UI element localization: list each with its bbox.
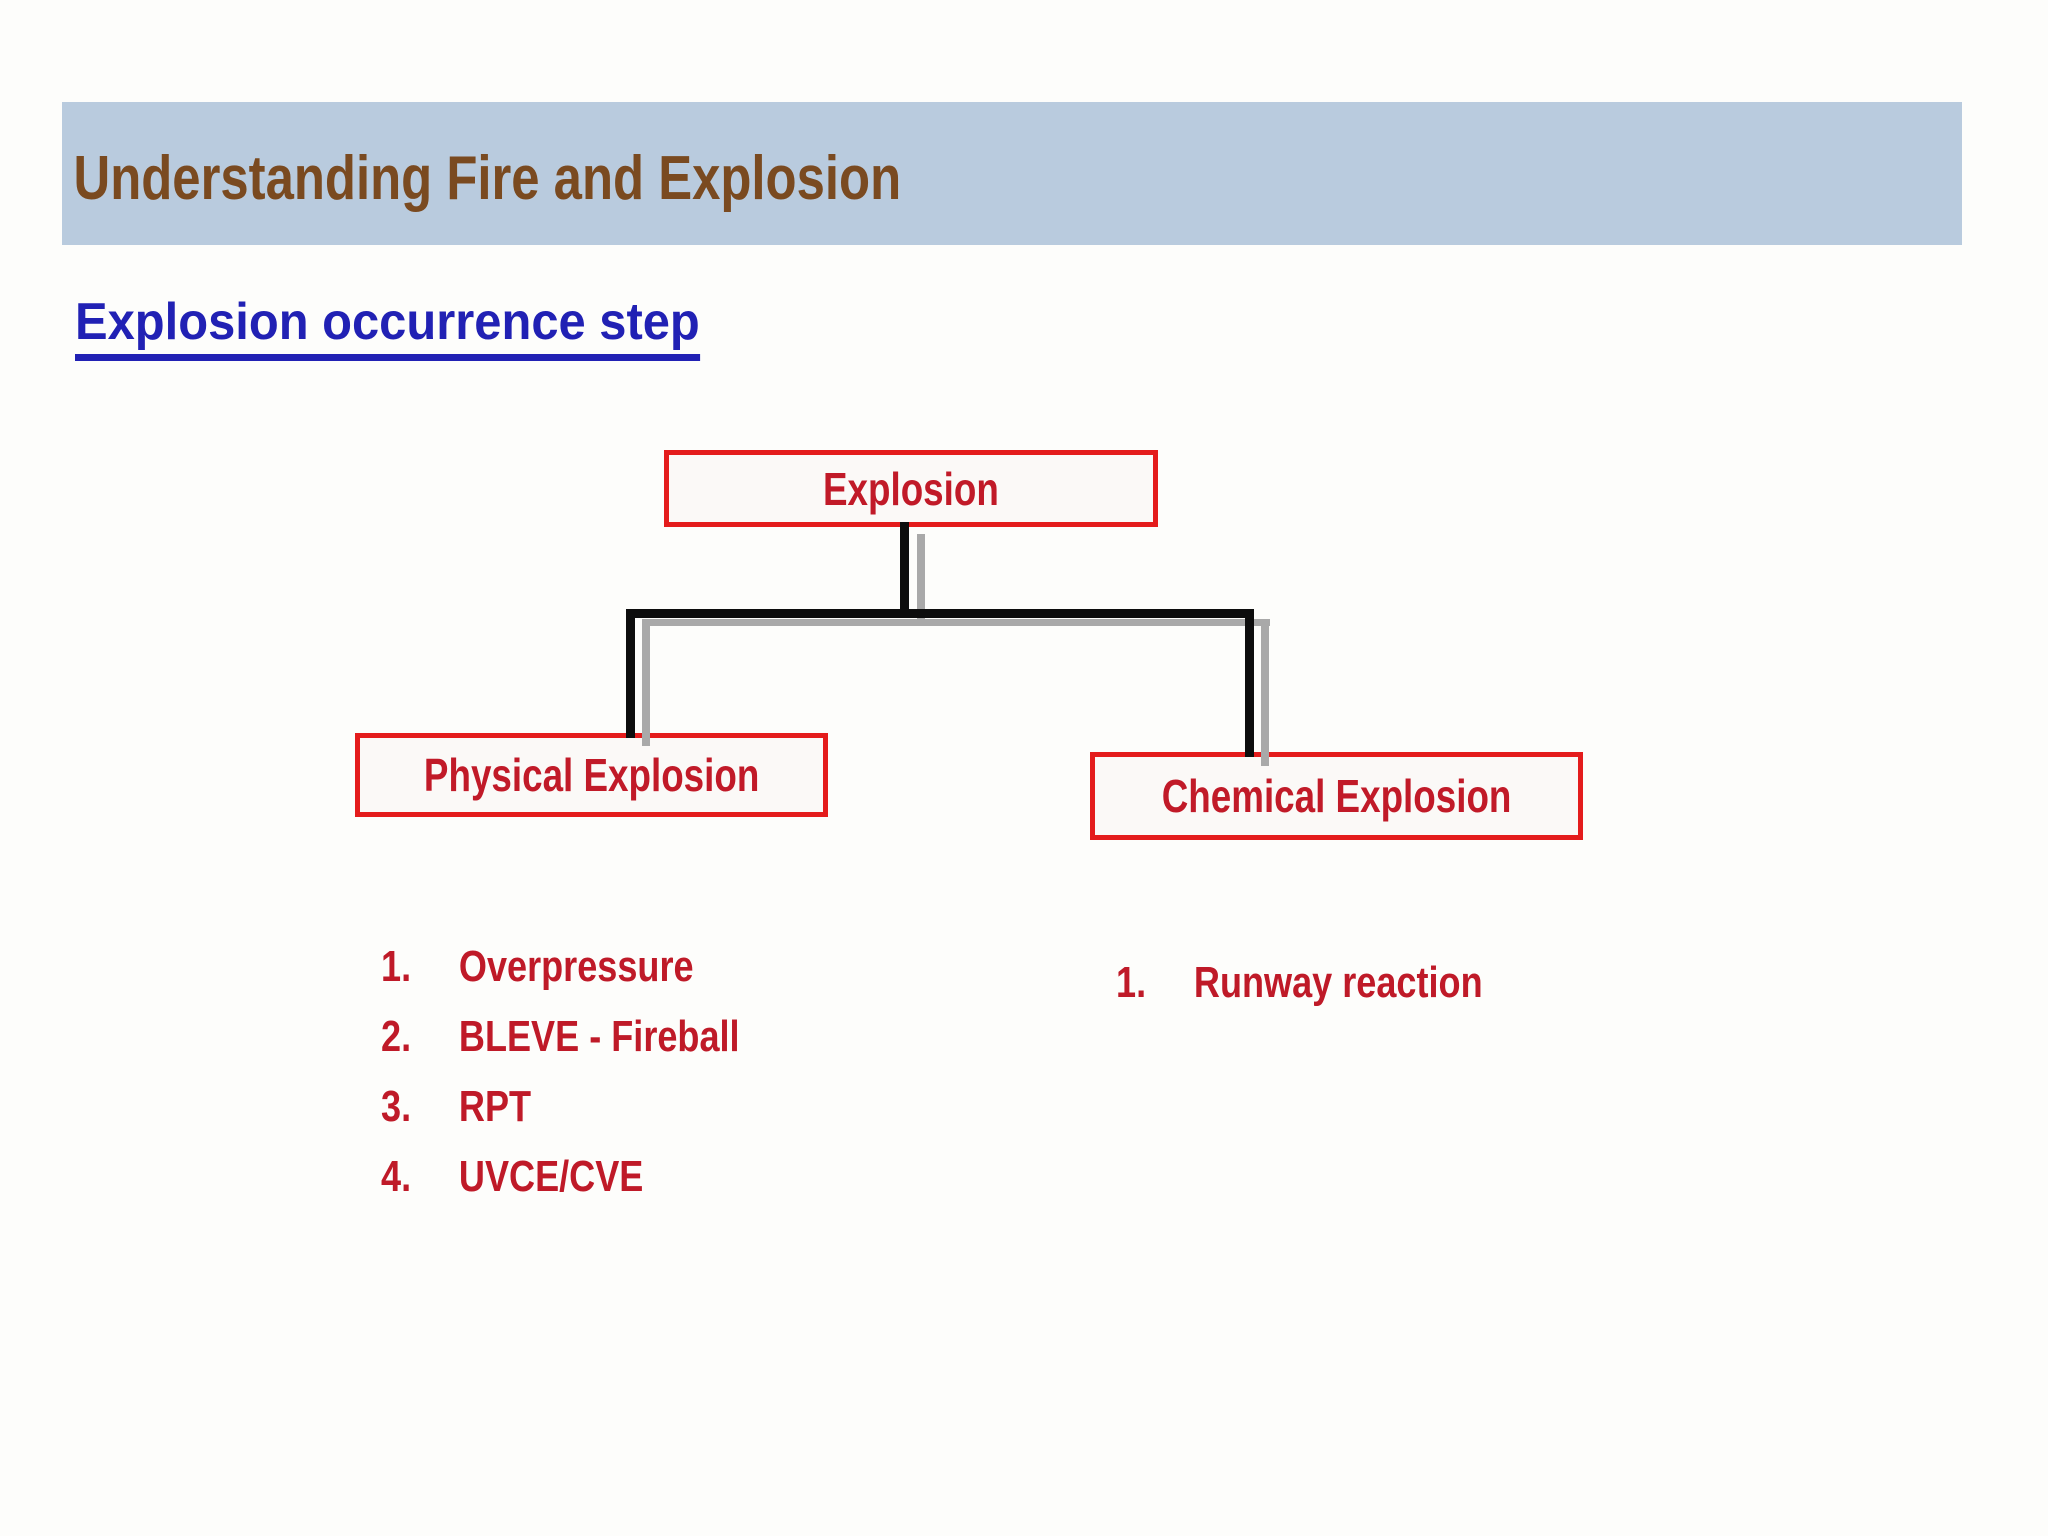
connector-left-drop — [626, 609, 635, 738]
node-physical-explosion-label: Physical Explosion — [423, 749, 760, 801]
list-item: 3. RPT — [381, 1072, 740, 1142]
list-item-number: 1. — [1116, 958, 1147, 1007]
list-item-number: 3. — [381, 1082, 412, 1131]
list-item: 1. Overpressure — [381, 932, 740, 1002]
list-item: 4. UVCE/CVE — [381, 1142, 740, 1212]
physical-explosion-list: 1. Overpressure 2. BLEVE - Fireball 3. R… — [381, 932, 740, 1212]
list-item-text: Overpressure — [458, 942, 694, 991]
connector-horizontal-shadow — [642, 619, 1270, 626]
connector-right-drop — [1245, 609, 1254, 757]
page-title: Understanding Fire and Explosion — [73, 144, 902, 213]
title-bar: Understanding Fire and Explosion — [62, 102, 1962, 245]
node-physical-explosion: Physical Explosion — [355, 733, 828, 817]
chemical-explosion-list: 1. Runway reaction — [1116, 948, 1483, 1018]
connector-stem — [900, 522, 909, 618]
section-heading-text: Explosion occurrence step — [75, 296, 700, 361]
connector-right-drop-shadow — [1261, 619, 1269, 766]
list-item-text: BLEVE - Fireball — [458, 1012, 740, 1061]
connector-horizontal — [626, 609, 1254, 618]
list-item-number: 1. — [381, 942, 412, 991]
node-chemical-explosion-label: Chemical Explosion — [1161, 770, 1512, 822]
list-item: 2. BLEVE - Fireball — [381, 1002, 740, 1072]
list-item-text: UVCE/CVE — [458, 1152, 644, 1201]
node-explosion: Explosion — [664, 450, 1158, 527]
list-item-number: 4. — [381, 1152, 412, 1201]
list-item-text: Runway reaction — [1193, 958, 1483, 1007]
connector-stem-shadow — [917, 534, 925, 626]
list-item-number: 2. — [381, 1012, 412, 1061]
node-explosion-label: Explosion — [823, 462, 999, 515]
node-chemical-explosion: Chemical Explosion — [1090, 752, 1583, 840]
list-item: 1. Runway reaction — [1116, 948, 1483, 1018]
section-heading: Explosion occurrence step — [75, 296, 700, 361]
list-item-text: RPT — [458, 1082, 532, 1131]
connector-left-drop-shadow — [642, 619, 650, 746]
